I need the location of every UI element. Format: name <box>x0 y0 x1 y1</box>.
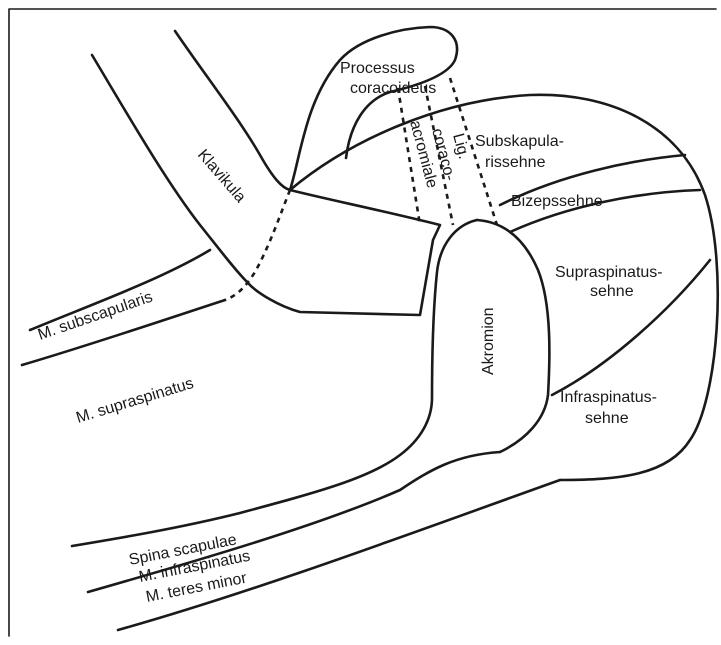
rotator-cuff-outer-boundary <box>288 93 719 482</box>
label-bizepssehne: Bizepssehne <box>511 193 603 210</box>
label-subscapularis: M. subscapularis <box>36 289 155 344</box>
label-akromion: Akromion <box>480 307 497 375</box>
label-coracoideus: coracoideus <box>350 80 436 97</box>
label-supraspinatus: Supraspinatus- <box>555 264 663 281</box>
coracoacromial-ligament-line-2 <box>423 85 455 226</box>
label-subskapula: Subskapula- <box>475 133 564 150</box>
label-infraspinatus: Infraspinatus- <box>560 389 657 406</box>
clavicle-lower-edge <box>90 53 250 285</box>
acromion-right-edge <box>475 218 551 454</box>
subscapularis-lower-line <box>20 298 227 367</box>
label-processus: Processus <box>340 60 415 77</box>
clavicle-hidden-end <box>224 189 292 302</box>
biceps-tendon-line <box>508 188 702 234</box>
label-rissehne: rissehne <box>485 154 546 171</box>
label-klavikula: Klavikula <box>194 146 249 206</box>
label-supraspinatus-sehne: sehne <box>590 283 634 300</box>
coracoid-process-outline <box>288 25 459 192</box>
subscapularis-upper-line <box>28 248 212 332</box>
supraspinatus-tendon-line <box>550 258 712 397</box>
spina-scapulae-line <box>86 450 502 594</box>
label-infraspinatus-sehne: sehne <box>585 410 629 427</box>
label-lig: Lig. <box>449 132 472 161</box>
figure-frame <box>8 8 717 637</box>
coracoacromial-ligament-line-1 <box>396 87 422 226</box>
clavicle-upper-edge <box>173 29 442 317</box>
teres-minor-lower-line <box>116 478 562 632</box>
label-m-supraspinatus: M. supraspinatus <box>74 375 195 427</box>
label-lig-group: Lig. coraco- acromiale <box>406 119 472 190</box>
subscapularis-tendon-line <box>498 153 687 207</box>
acromion-outline <box>70 218 479 548</box>
